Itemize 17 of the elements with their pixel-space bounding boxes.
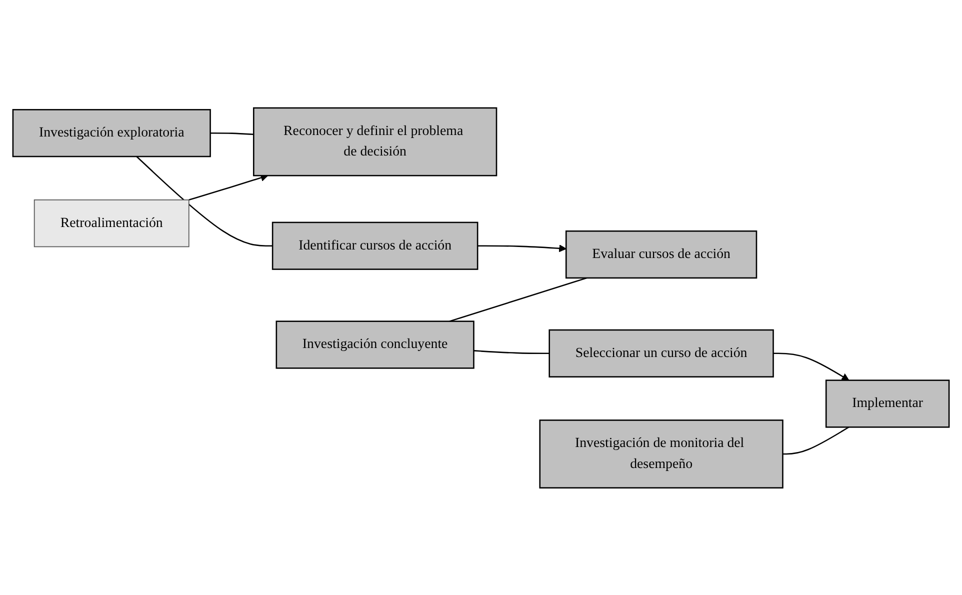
connector xyxy=(782,426,850,454)
node-box xyxy=(276,320,474,368)
node-box xyxy=(34,199,190,247)
arrow xyxy=(773,352,850,380)
node-box xyxy=(253,106,498,176)
arrow xyxy=(188,174,268,200)
connector xyxy=(136,156,273,246)
connector xyxy=(210,132,254,135)
node-box xyxy=(565,230,758,278)
node-box xyxy=(548,328,774,378)
node-box xyxy=(12,108,211,157)
connector xyxy=(474,350,550,354)
flowchart: Investigación exploratoria Reconocer y definir el problema de decisión Identificar cursos de acción Investigación concluyente Evaluar cursos de acción Seleccionar un curso de acción Investigación de monitoria del desempeño Implementar Retroalimentación xyxy=(6,100,956,494)
node-box xyxy=(272,221,478,270)
node-box xyxy=(825,379,950,428)
node-box xyxy=(539,419,784,488)
arrow xyxy=(478,244,566,252)
